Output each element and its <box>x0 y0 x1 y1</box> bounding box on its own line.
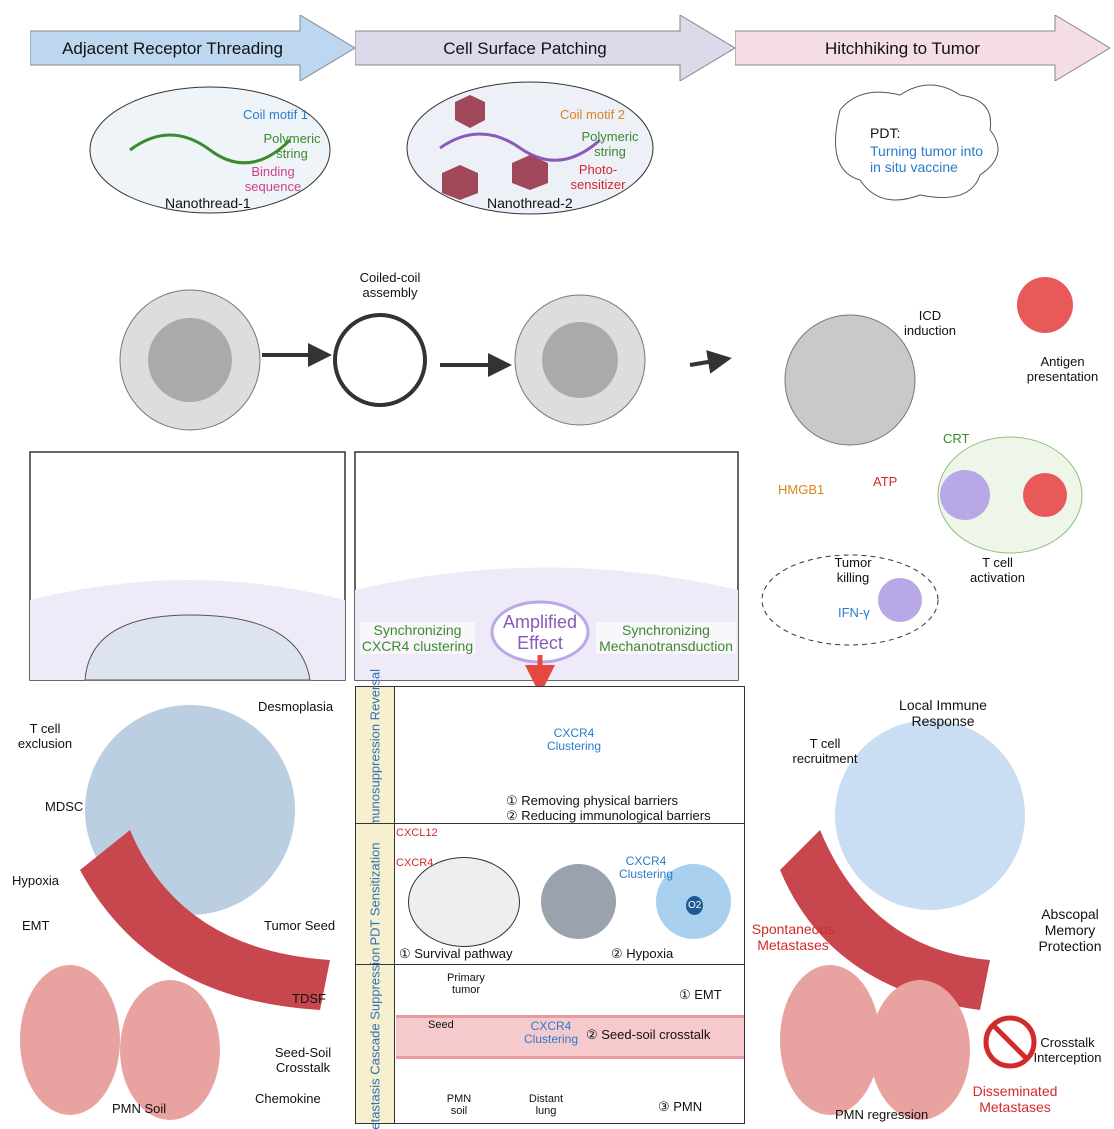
tumor-killing-ellipse <box>761 554 939 646</box>
label-binding-sequence: Binding sequence <box>244 164 302 194</box>
label-chemokine: Chemokine <box>255 1091 321 1106</box>
t-cell-synapse <box>937 436 1083 554</box>
vessel-band <box>396 1015 744 1059</box>
label-icd-induction: ICD induction <box>903 308 957 338</box>
lung-left-1 <box>20 965 120 1115</box>
label-coil-motif-1: Coil motif 1 <box>243 107 309 122</box>
o2-icon: O2 <box>686 896 704 915</box>
stage-arrow-1: Adjacent Receptor Threading <box>30 15 355 81</box>
dendritic-cell <box>1017 277 1073 333</box>
item-seed-soil-crosstalk: ② Seed-soil crosstalk <box>586 1027 711 1042</box>
tumor-right <box>835 720 1025 910</box>
label-abscopal-memory: Abscopal Memory Protection <box>1038 906 1102 954</box>
side-label: Immunosuppression Reversal <box>367 669 383 841</box>
label-polymeric-string-1: Polymeric string <box>263 131 321 161</box>
label-antigen-presentation: Antigen presentation <box>1026 354 1099 384</box>
label-spontaneous-metastases: Spontaneous Metastases <box>751 921 835 953</box>
label-cxcr4: CXCR4 <box>396 857 434 869</box>
label-polymeric-string-2: Polymeric string <box>581 129 639 159</box>
label-tumor-seed: Tumor Seed <box>264 918 336 933</box>
effect-row-pdt: PDT Sensitization CXCL12 CXCR4 O2 CXCR4 … <box>356 824 744 965</box>
item-survival-pathway: ① Survival pathway <box>399 946 513 961</box>
label-cxcr4-clustering: CXCR4 Clustering <box>546 726 602 753</box>
cell-nucleus-diagram <box>408 857 520 947</box>
label-tumor-killing: Tumor killing <box>834 555 872 585</box>
label-cxcl12: CXCL12 <box>396 827 438 839</box>
label-disseminated-metastases: Disseminated Metastases <box>972 1083 1058 1115</box>
label-pmn-soil-small: PMN soil <box>446 1093 472 1117</box>
stage-label: Adjacent Receptor Threading <box>62 39 283 58</box>
label-local-immune-response: Local Immune Response <box>899 697 987 729</box>
blood-vessel-left <box>80 830 330 1010</box>
label-seed: Seed <box>428 1019 454 1031</box>
label-mdsc: MDSC <box>45 799 84 814</box>
label-atp: ATP <box>873 474 898 489</box>
stage-label: Cell Surface Patching <box>443 39 607 58</box>
label-tdsf: TDSF <box>292 991 326 1006</box>
label-t-cell-exclusion: T cell exclusion <box>17 721 73 751</box>
label-pmn-regression: PMN regression <box>835 1107 929 1122</box>
label-coil-motif-2: Coil motif 2 <box>560 107 626 122</box>
label-nanothread-2: Nanothread-2 <box>487 195 573 211</box>
item-immunological-barriers: ② Reducing immunological barriers <box>506 808 711 823</box>
label-distant-lung: Distant lung <box>528 1093 564 1117</box>
label-t-cell-recruitment: T cell recruitment <box>792 736 858 766</box>
label-sync-mechano: Synchronizing Mechanotransduction <box>596 622 736 654</box>
item-physical-barriers: ① Removing physical barriers <box>506 793 679 808</box>
item-pmn: ③ PMN <box>658 1099 703 1114</box>
label-coiled-coil: Coiled-coil assembly <box>359 270 421 300</box>
label-hmgb1: HMGB1 <box>778 482 825 497</box>
stage-arrow-2: Cell Surface Patching <box>355 15 735 81</box>
label-seed-soil-crosstalk: Seed-Soil Crosstalk <box>274 1045 332 1075</box>
lung-left-2 <box>120 980 220 1120</box>
dying-tumor <box>784 314 916 446</box>
prohibition-icon <box>983 1015 1037 1069</box>
label-hypoxia: Hypoxia <box>12 873 59 888</box>
pdt-title: PDT: <box>870 125 901 141</box>
label-desmoplasia: Desmoplasia <box>258 699 334 714</box>
label-t-cell-activation: T cell activation <box>970 555 1025 585</box>
thought-cloud <box>835 84 999 201</box>
label-crt: CRT <box>943 431 970 446</box>
lung-right-2 <box>870 980 970 1120</box>
label-emt: EMT <box>22 918 50 933</box>
label-sync-cxcr4: Synchronizing CXCR4 clustering <box>360 622 475 654</box>
lung-right-1 <box>780 965 880 1115</box>
stage-label: Hitchhiking to Tumor <box>825 39 980 58</box>
label-cxcr4-clustering: CXCR4 Clustering <box>618 854 674 881</box>
label-primary-tumor: Primary tumor <box>447 972 485 996</box>
blood-vessel-right <box>780 830 990 1010</box>
label-pmn-soil: PMN Soil <box>112 1101 167 1116</box>
label-ifn-gamma: IFN-γ <box>838 605 870 620</box>
label-amplified-effect: Amplified Effect <box>502 612 578 653</box>
label-photosensitizer: Photo-sensitizer <box>570 162 626 192</box>
item-emt: ① EMT <box>679 987 722 1002</box>
magnifier <box>333 313 427 407</box>
effect-row-immuno: Immunosuppression Reversal CXCR4 Cluster… <box>356 669 744 841</box>
label-cxcr4-clustering: CXCR4 Clustering <box>523 1019 579 1046</box>
item-hypoxia: ② Hypoxia <box>611 946 674 961</box>
side-label: PDT Sensitization <box>367 842 383 946</box>
side-label: Metastasis Cascade Suppression <box>367 947 383 1129</box>
label-nanothread-1: Nanothread-1 <box>165 195 251 211</box>
stage-arrow-3: Hitchhiking to Tumor <box>735 15 1110 81</box>
label-crosstalk-interception: Crosstalk Interception <box>1033 1035 1102 1065</box>
effect-row-metastasis: Metastasis Cascade Suppression Primary t… <box>356 948 744 1129</box>
pdt-text: Turning tumor into in situ vaccine <box>870 143 984 175</box>
effects-table: Immunosuppression Reversal CXCR4 Cluster… <box>355 669 745 1129</box>
hypoxic-tumor <box>541 864 616 939</box>
